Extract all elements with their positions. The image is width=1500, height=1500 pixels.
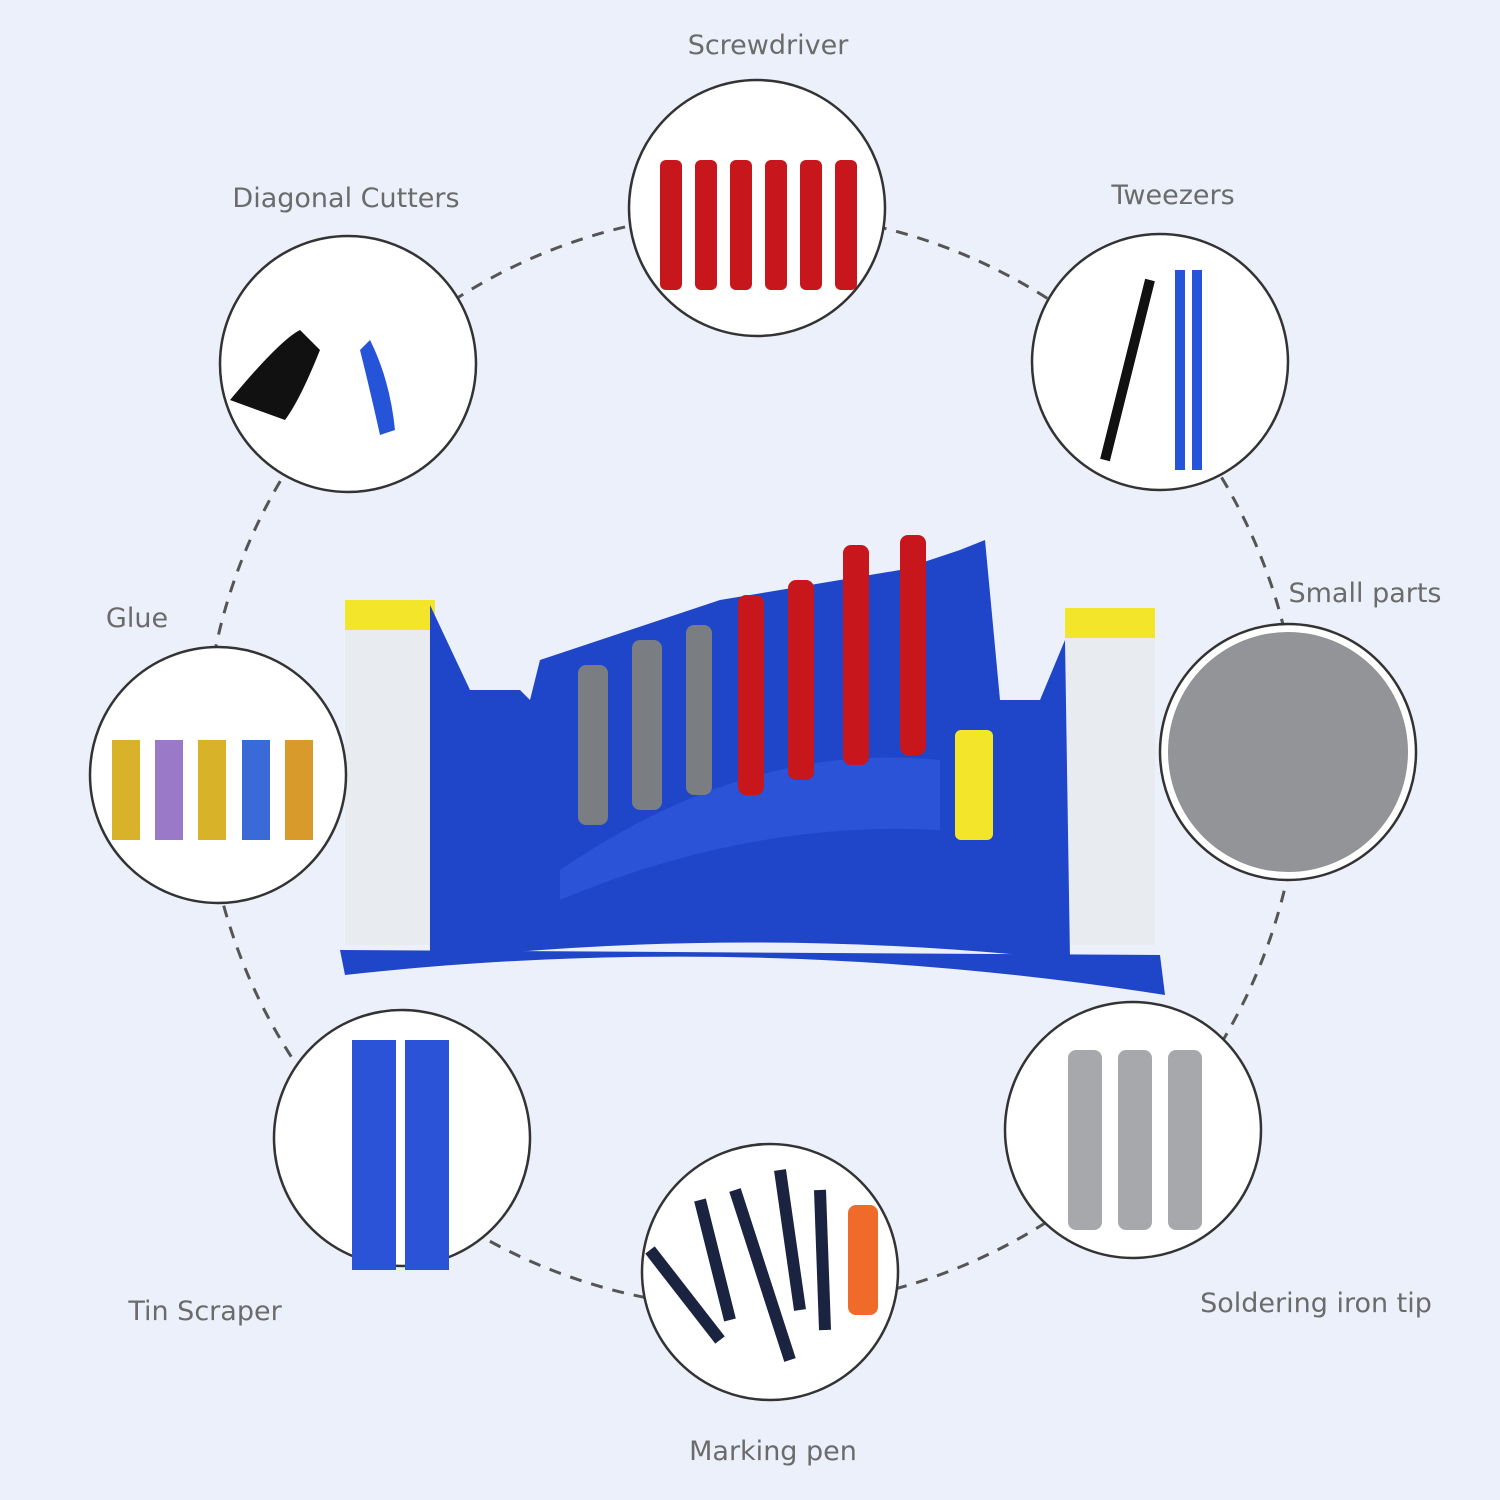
label-tin-scraper: Tin Scraper (128, 1296, 282, 1327)
label-glue: Glue (105, 603, 169, 634)
screwdriver-in-organizer (738, 535, 926, 795)
label-marking-pen: Marking pen (689, 1436, 857, 1467)
label-diagonal-cutters: Diagonal Cutters (232, 183, 460, 214)
label-screwdriver: Screwdriver (687, 30, 849, 61)
tool-organizer-image (340, 535, 1165, 995)
tin-scraper-image (272, 1008, 532, 1268)
label-small-parts: Small parts (1288, 578, 1442, 609)
diagonal-cutters-image (218, 234, 478, 494)
label-soldering-iron-tip: Soldering iron tip (1200, 1288, 1432, 1319)
tweezers-image (1030, 232, 1290, 492)
label-tweezers: Tweezers (1111, 180, 1235, 211)
